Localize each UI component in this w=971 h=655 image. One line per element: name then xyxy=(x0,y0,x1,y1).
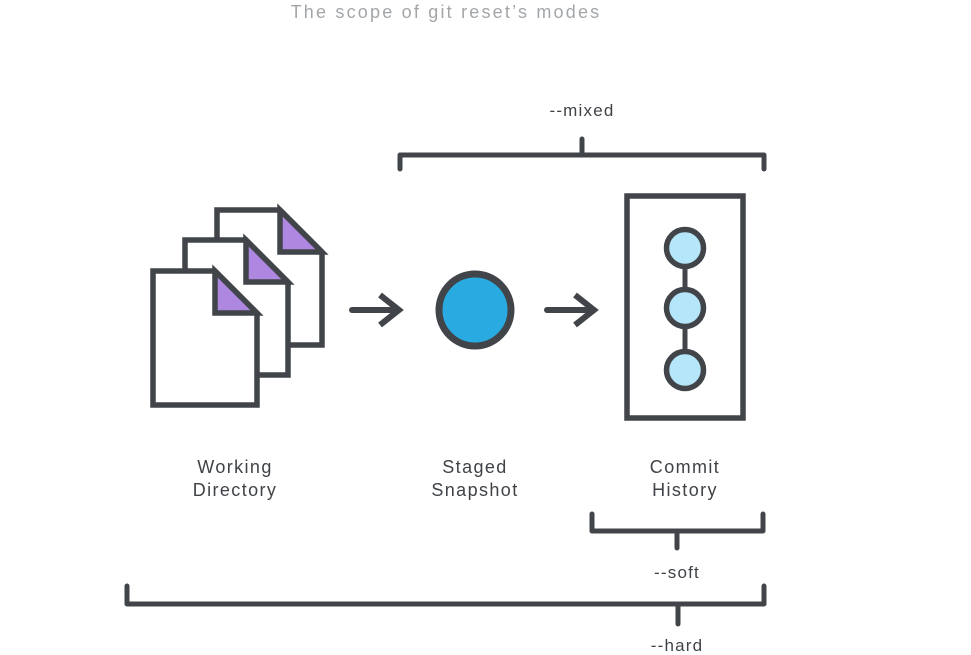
working-directory-label-line2: Directory xyxy=(192,479,278,500)
commit-node-icon xyxy=(663,286,707,330)
arrow-right-icon xyxy=(349,292,404,328)
arrow-right-icon xyxy=(544,292,599,328)
commit-history-label-line1: Commit xyxy=(649,457,721,477)
mixed-mode-label: --mixed xyxy=(549,101,615,120)
staged-snapshot-label-line1: Staged xyxy=(442,457,508,477)
mixed-scope-bracket xyxy=(397,136,767,172)
commit-history-label-line2: History xyxy=(652,479,718,500)
staged-snapshot-label-line2: Snapshot xyxy=(431,479,519,500)
soft-mode-label: --soft xyxy=(654,563,700,582)
staged-snapshot-icon xyxy=(435,270,515,350)
commit-node-icon xyxy=(663,348,707,392)
commit-history-label: Commit History xyxy=(595,456,775,501)
file-fold-corner-icon xyxy=(243,233,295,285)
commit-history-icon xyxy=(624,193,746,421)
hard-scope-bracket xyxy=(124,583,767,627)
file-fold-corner-icon xyxy=(277,203,329,255)
working-directory-label: Working Directory xyxy=(145,456,325,501)
hard-mode-label: --hard xyxy=(650,636,704,655)
file-fold-corner-icon xyxy=(212,264,264,316)
soft-scope-bracket xyxy=(589,511,766,551)
working-directory-label-line1: Working xyxy=(197,457,273,477)
diagram-title: The scope of git reset’s modes xyxy=(290,2,602,22)
working-directory-icon xyxy=(150,203,329,408)
commit-node-icon xyxy=(663,226,707,270)
staged-snapshot-label: Staged Snapshot xyxy=(385,456,565,501)
